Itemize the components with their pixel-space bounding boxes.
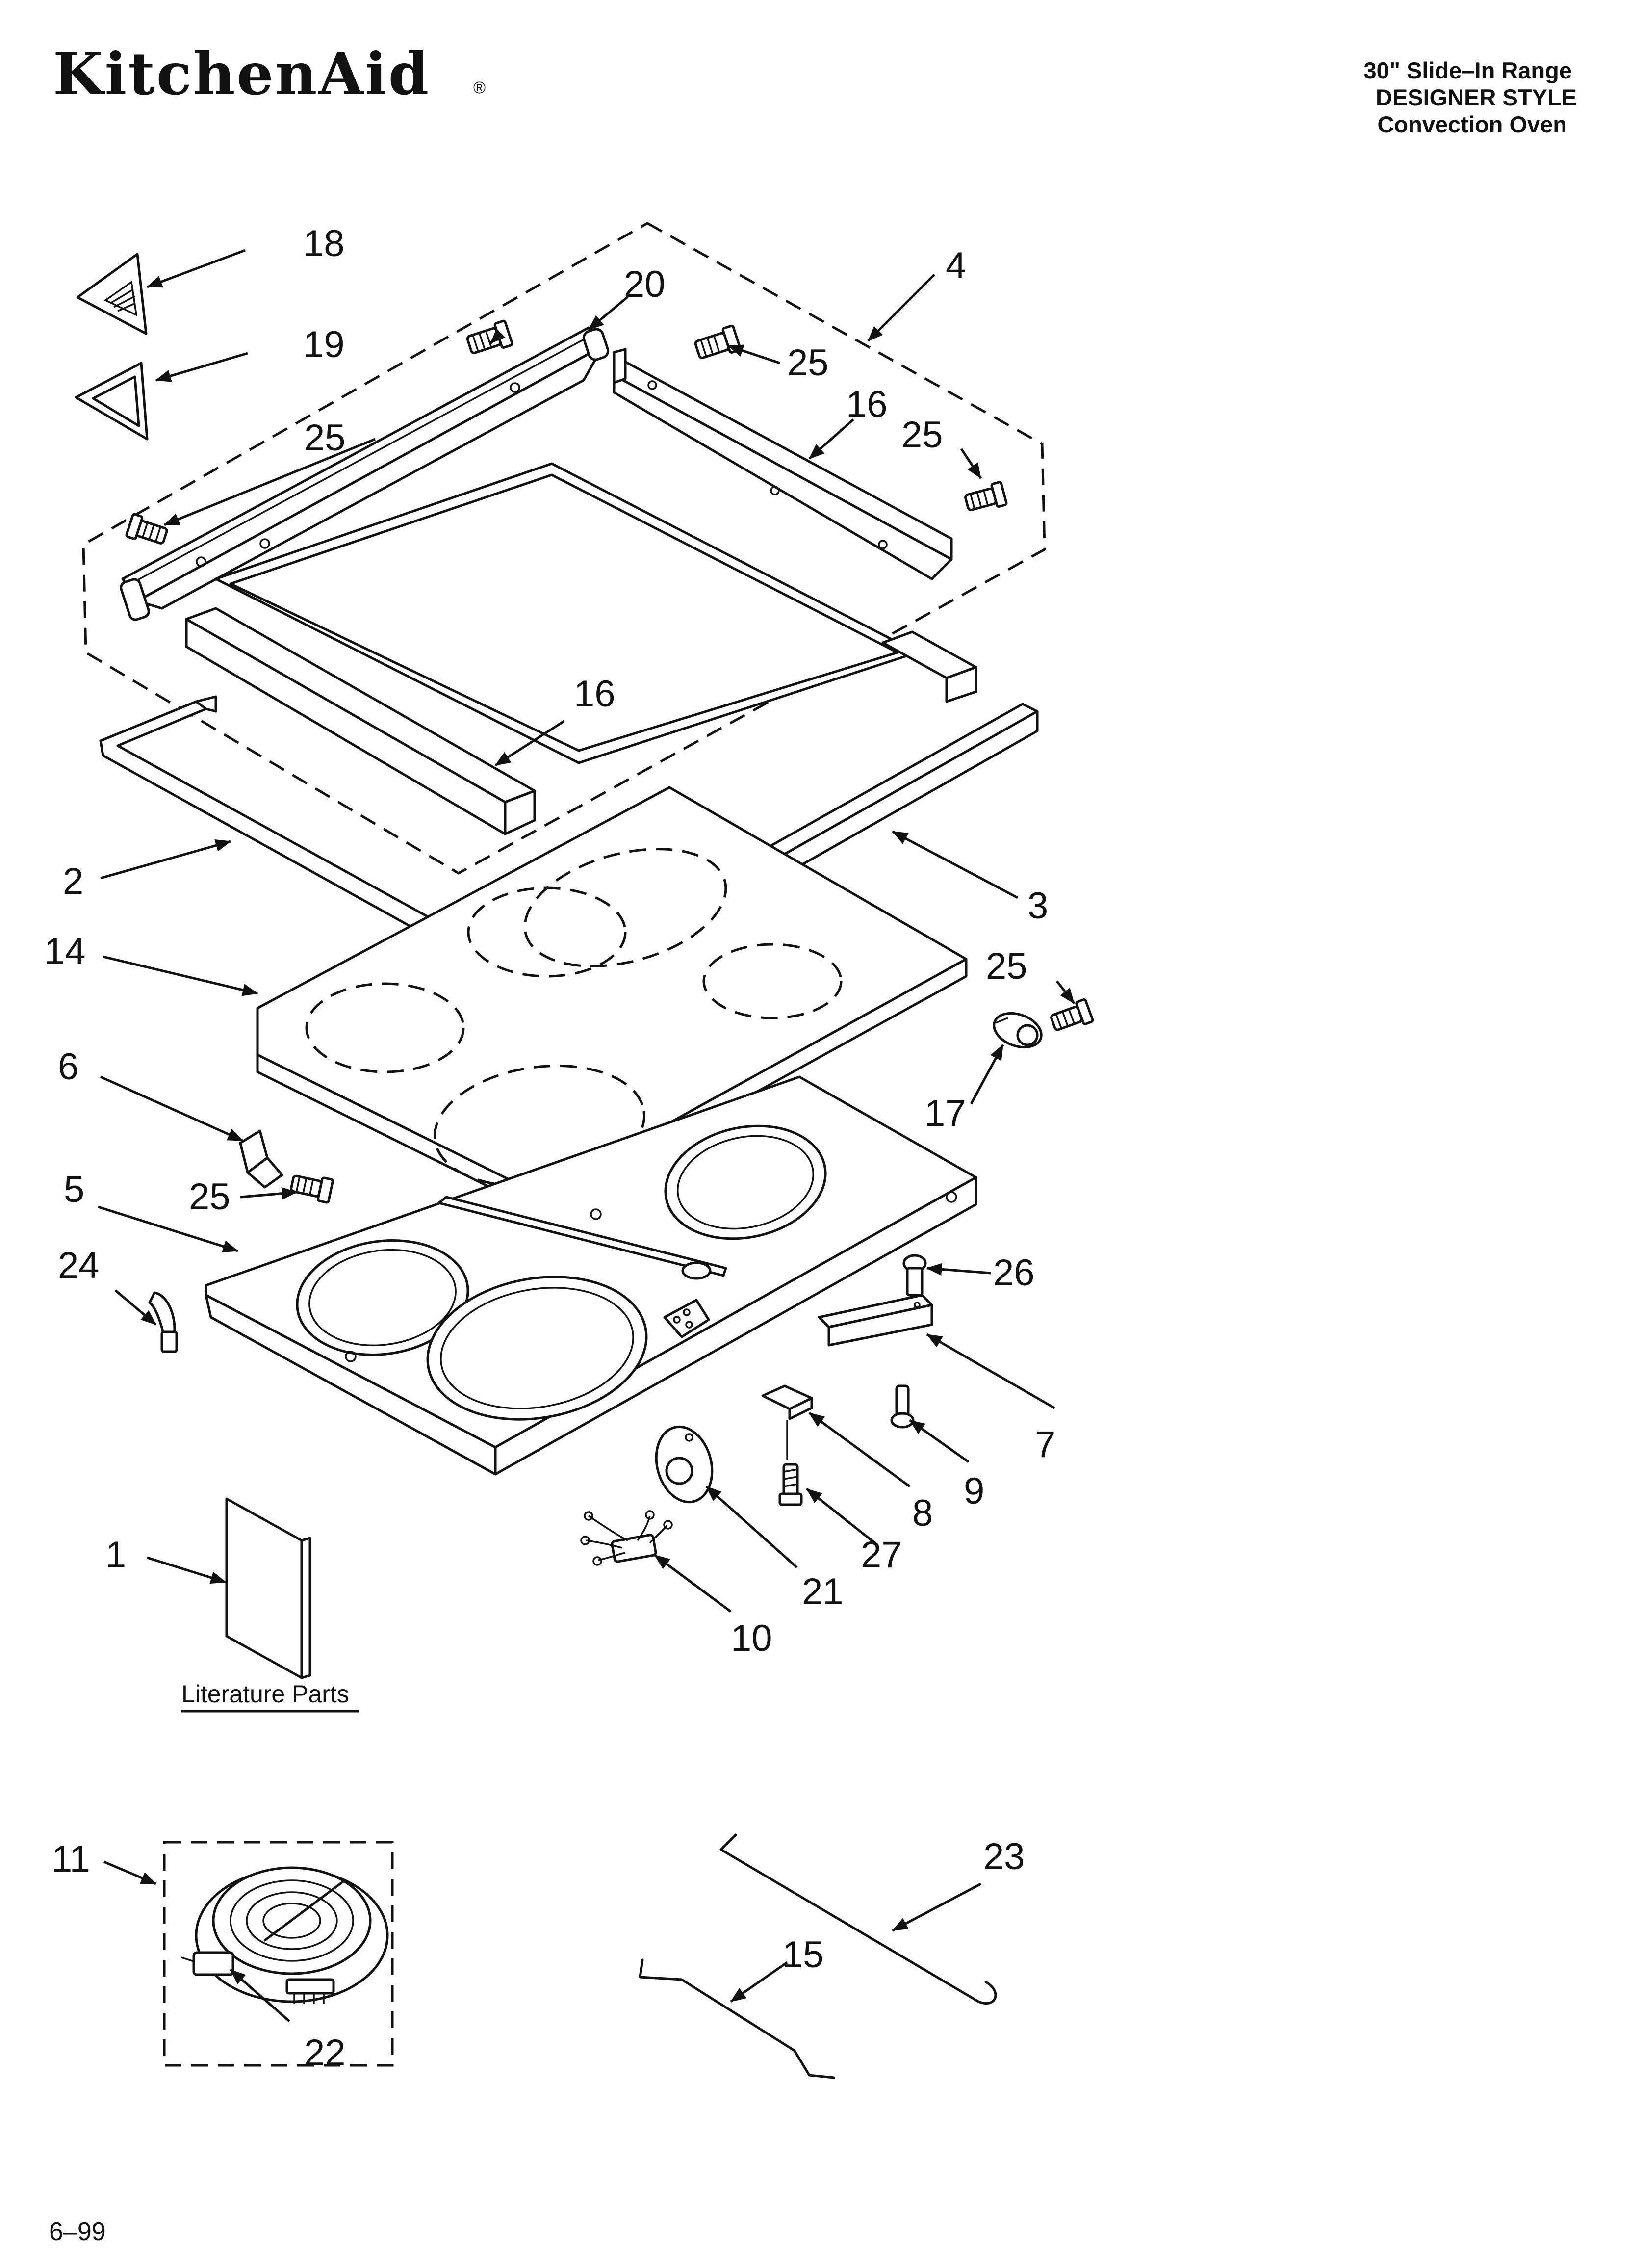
model-description: 30" Slide–In Range DESIGNER STYLE Convec… [1363, 57, 1577, 137]
leader-lines [98, 249, 1075, 2022]
part-8-clip [761, 1384, 813, 1460]
callout-20: 20 [624, 263, 666, 305]
part-11-element-boundary [163, 1841, 394, 2067]
part-11-surface-element [181, 1866, 389, 2003]
callout-18: 18 [303, 223, 345, 264]
part-26-screw [902, 1254, 927, 1308]
part-25-screw-a [466, 319, 513, 354]
part-18-badge [76, 253, 148, 335]
part-25-screw-f [290, 1174, 334, 1204]
part-7-bracket [818, 1294, 933, 1347]
callout-7: 7 [1035, 1424, 1055, 1465]
callout-1: 1 [105, 1534, 126, 1576]
brand-logo: KitchenAid ® [53, 40, 486, 108]
part-24-clip [148, 1291, 178, 1353]
callout-numbers: 18 20 4 19 25 16 25 25 16 2 3 14 25 6 17… [44, 223, 1055, 2074]
svg-text:®: ® [473, 78, 486, 97]
model-line-2: DESIGNER STYLE [1376, 84, 1577, 110]
callout-11: 11 [51, 1838, 90, 1880]
callout-4: 4 [946, 245, 966, 287]
callout-21: 21 [802, 1571, 844, 1613]
callout-6: 6 [58, 1046, 78, 1088]
part-25-screw-e [1050, 998, 1094, 1031]
part-21-thermostat [655, 1425, 714, 1504]
cooktop-frame-assembly-boundary [82, 222, 1046, 875]
part-25-screw-b [694, 324, 742, 359]
part-9-pin [890, 1384, 915, 1429]
part-2-front-trim [99, 695, 502, 978]
callout-25b: 25 [901, 414, 943, 456]
model-line-1: 30" Slide–In Range [1363, 57, 1572, 83]
callout-25a: 25 [787, 342, 829, 384]
part-25-screw-d [964, 481, 1008, 511]
callout-14: 14 [44, 931, 86, 972]
callout-2: 2 [63, 860, 83, 902]
part-10-switch-harness [580, 1510, 673, 1566]
callout-5: 5 [64, 1169, 84, 1210]
callout-23: 23 [983, 1836, 1025, 1877]
part-22-terminal-block [285, 1978, 335, 2004]
callout-26: 26 [993, 1252, 1035, 1294]
callout-9: 9 [964, 1470, 984, 1512]
callout-19: 19 [303, 324, 345, 365]
part-20-rear-bracket [120, 326, 610, 621]
svg-text:KitchenAid: KitchenAid [53, 40, 430, 108]
part-16-side-bracket-front [185, 607, 536, 835]
part-5-cooktop-pan [205, 1075, 977, 1476]
literature-parts-label: Literature Parts [181, 1680, 349, 1708]
part-6-clip [239, 1129, 283, 1189]
callout-3: 3 [1027, 885, 1048, 927]
part-23-rod [719, 1833, 997, 2005]
callout-25c: 25 [304, 417, 346, 459]
part-1-literature [225, 1497, 311, 1679]
callout-25e: 25 [189, 1176, 231, 1218]
part-15-rod [639, 1958, 835, 2079]
part-17-switch [993, 1012, 1043, 1049]
callout-15: 15 [782, 1934, 824, 1976]
callout-8: 8 [912, 1492, 933, 1534]
callout-25d: 25 [986, 945, 1027, 987]
part-27-screw [778, 1463, 803, 1506]
callout-17: 17 [924, 1093, 966, 1134]
callout-24: 24 [58, 1245, 100, 1286]
model-line-3: Convection Oven [1377, 111, 1567, 137]
callout-16b: 16 [574, 673, 616, 715]
part-25-screw-c [125, 513, 168, 545]
callout-22: 22 [304, 2032, 346, 2074]
callout-16a: 16 [846, 384, 888, 425]
part-19-gasket [75, 362, 149, 441]
part-16-side-bracket-right [881, 630, 977, 703]
part-16-side-bracket-rear [613, 348, 953, 580]
callout-27: 27 [861, 1534, 902, 1576]
date-code: 6–99 [49, 2217, 106, 2246]
callout-10: 10 [731, 1617, 772, 1659]
